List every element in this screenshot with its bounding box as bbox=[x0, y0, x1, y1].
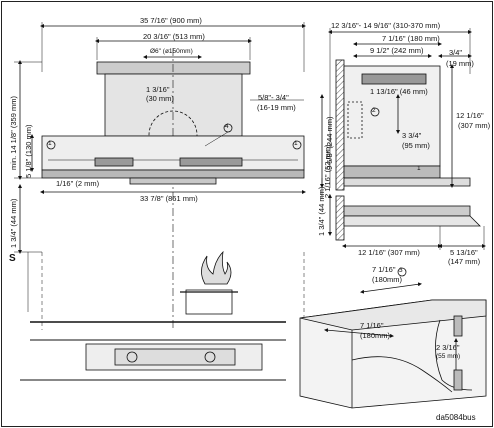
dim-depth-inner: 7 1/16" (180 mm) bbox=[382, 34, 440, 43]
lower-side-view bbox=[328, 194, 486, 250]
dim-side-height: 5 1/8" (130 mm) bbox=[24, 124, 33, 178]
dim-cabinet-180: 7 1/16" bbox=[372, 265, 396, 274]
callout-1-right: 1 bbox=[294, 140, 298, 147]
cabinet-view bbox=[299, 267, 487, 409]
dim-cabinet-side-mm: (55 mm) bbox=[436, 353, 461, 360]
callout-2: 2 bbox=[372, 107, 376, 114]
dim-depth-range: 12 3/16"- 14 9/16" (310-370 mm) bbox=[331, 21, 441, 30]
side-view bbox=[320, 28, 472, 198]
callout-3: 3 bbox=[399, 267, 403, 274]
dim-hood-to-cooktop: 1 3/4" (44 mm) bbox=[9, 198, 18, 248]
callout-1-left: 1 bbox=[48, 140, 52, 147]
dim-inner-width: 20 3/16" (513 mm) bbox=[143, 32, 205, 41]
dim-depth-46: 1 13/16" (46 mm) bbox=[370, 87, 428, 96]
dim-cabinet-180-mm: (180mm) bbox=[372, 275, 403, 284]
dim-height-307: 12 1/16" bbox=[456, 111, 484, 120]
dim-bracket-offset: 5/8"- 3/4" bbox=[258, 93, 289, 102]
dim-bracket-offset-mm: (16-19 mm) bbox=[257, 103, 296, 112]
dim-hood-width: 33 7/8" (861 mm) bbox=[140, 194, 198, 203]
dim-cabinet-inner-mm: (180mm) bbox=[360, 331, 391, 340]
label-s: S bbox=[9, 253, 16, 264]
callout-1-side: 1 bbox=[417, 165, 421, 172]
dim-width-242: 9 1/2" (242 mm) bbox=[370, 46, 424, 55]
dim-front-gap: 3/4" bbox=[449, 48, 463, 57]
front-view bbox=[14, 22, 306, 381]
dim-front-gap-mm: (19 mm) bbox=[446, 59, 474, 68]
dim-duct-offset: 1 3/16" bbox=[146, 85, 170, 94]
dim-ext-147: 5 13/16" bbox=[450, 248, 478, 257]
dim-duct-diameter: Ø6" (ø150mm) bbox=[150, 48, 193, 55]
dim-min-height: min. 14 1/8" (359 mm) bbox=[9, 96, 18, 170]
dim-height-44: 1 3/4" (44 mm) bbox=[317, 186, 326, 236]
dim-cabinet-side: 2 3/16" bbox=[436, 343, 460, 352]
figure-code: da5084bus bbox=[436, 413, 476, 422]
dim-depth-95: 3 3/4" bbox=[402, 131, 422, 140]
dim-cabinet-inner: 7 1/16" bbox=[360, 321, 384, 330]
dim-overall-width: 35 7/16" (900 mm) bbox=[140, 16, 202, 25]
dim-ext-147-mm: (147 mm) bbox=[448, 257, 481, 266]
dim-gap-small: 1/16" (2 mm) bbox=[56, 179, 100, 188]
dim-height-307-mm: (307 mm) bbox=[458, 121, 491, 130]
callout-4: 4 bbox=[225, 123, 229, 130]
dim-depth-307: 12 1/16" (307 mm) bbox=[358, 248, 420, 257]
dim-depth-95-mm: (95 mm) bbox=[402, 141, 430, 150]
dim-duct-offset-mm: (30 mm) bbox=[146, 94, 174, 103]
